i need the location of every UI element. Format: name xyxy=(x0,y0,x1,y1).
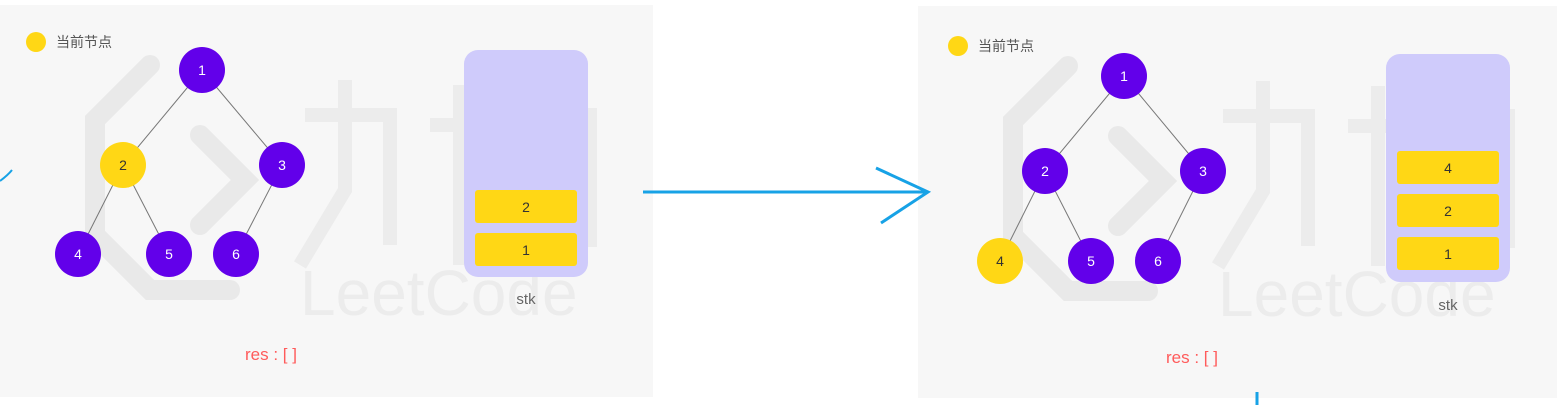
legend-label: 当前节点 xyxy=(978,38,1034,54)
stack-item: 4 xyxy=(1397,151,1499,184)
legend: 当前节点 xyxy=(948,35,1034,57)
current-node-legend-dot xyxy=(26,32,46,52)
current-node-legend-dot xyxy=(948,36,968,56)
stack-container: 2 1 xyxy=(464,50,588,277)
tree-node-2: 2 xyxy=(100,142,146,188)
stack-container: 4 2 1 xyxy=(1386,54,1510,282)
tree-node-6: 6 xyxy=(213,231,259,277)
result-label: res : [ ] xyxy=(245,345,297,364)
tree-node-2: 2 xyxy=(1022,148,1068,194)
tree-node-3: 3 xyxy=(259,142,305,188)
tree-node-4: 4 xyxy=(977,238,1023,284)
left-panel: LeetCode 当前节点 1 2 3 4 5 6 2 1 stk res : … xyxy=(0,5,653,397)
legend-label: 当前节点 xyxy=(56,34,112,50)
tree-node-5: 5 xyxy=(1068,238,1114,284)
stack-item: 1 xyxy=(1397,237,1499,270)
stack-item: 2 xyxy=(1397,194,1499,227)
tree-node-3: 3 xyxy=(1180,148,1226,194)
tree-node-1: 1 xyxy=(1101,53,1147,99)
tree-node-1: 1 xyxy=(179,47,225,93)
stack-label: stk xyxy=(516,291,536,308)
result-label: res : [ ] xyxy=(1166,348,1218,367)
tree-node-4: 4 xyxy=(55,231,101,277)
tree-node-5: 5 xyxy=(146,231,192,277)
stack-item: 2 xyxy=(475,190,577,223)
tree-node-6: 6 xyxy=(1135,238,1181,284)
stack-item: 1 xyxy=(475,233,577,266)
stack-label: stk xyxy=(1438,297,1458,314)
right-panel: LeetCode 当前节点 1 2 3 4 5 6 4 2 1 stk res … xyxy=(918,6,1557,398)
legend: 当前节点 xyxy=(26,31,112,53)
